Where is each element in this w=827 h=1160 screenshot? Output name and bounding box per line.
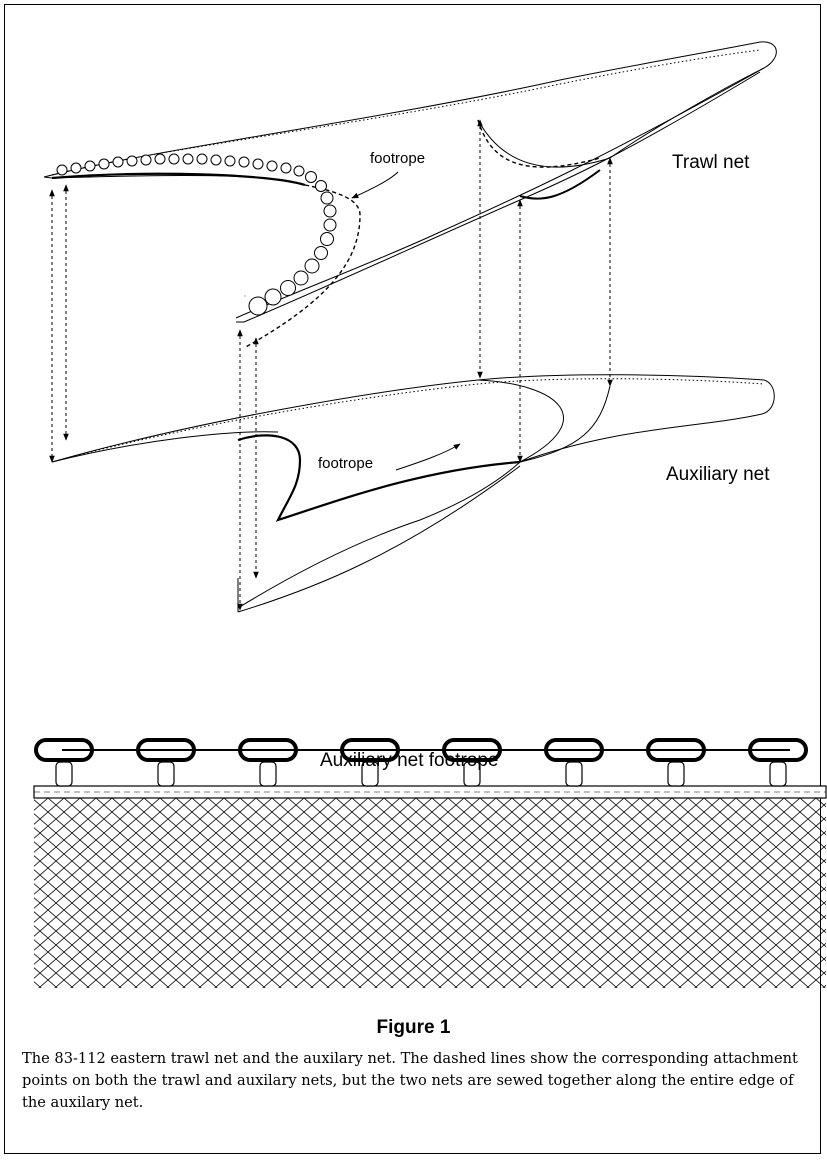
footrope-detail [34,740,826,988]
trawl-net [44,42,776,348]
auxiliary-net [52,375,774,612]
aux-net-upper-edge [52,375,764,462]
label-auxiliary-net-footrope: Auxiliary net footrope [320,750,499,772]
footrope-top-arrow [352,172,398,198]
label-footrope-auxiliary: footrope [318,455,373,472]
aux-net-lower-wing [238,462,520,608]
trawl-net-lower-wing-b [236,72,760,322]
aux-footrope-solid [238,435,520,520]
trawl-net-lower-wing [236,68,764,318]
aux-footrope-a [60,432,308,520]
aux-net-left-wing [52,432,278,462]
label-trawl-net: Trawl net [672,152,749,174]
footrope-bottom-arrow [396,444,460,470]
trawl-footrope-dashed-b [478,120,600,167]
label-auxiliary-net: Auxiliary net [666,464,770,486]
netting-mesh [34,792,826,988]
float-beads [57,154,336,315]
figure-title: Figure 1 [0,1017,827,1039]
aux-net-upper-edge-dotted [60,379,764,460]
trawl-footrope-dashed [244,185,360,348]
aux-net-inner [478,380,563,462]
trawl-net-tail [610,42,776,158]
figure-caption: The 83-112 eastern trawl net and the aux… [22,1048,812,1114]
label-footrope-trawl: footrope [370,150,425,167]
aux-net-inner-b [520,386,610,462]
